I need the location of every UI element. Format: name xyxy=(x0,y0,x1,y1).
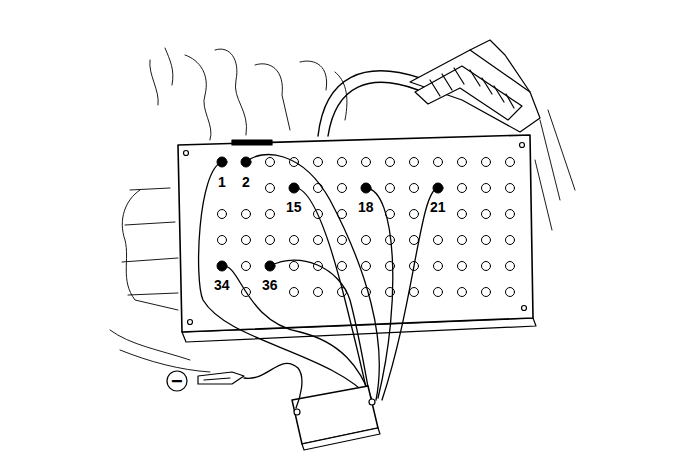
pin-hole xyxy=(410,288,419,297)
corner-screw xyxy=(522,306,527,311)
pin-hole xyxy=(482,210,491,219)
corner-screw xyxy=(520,143,525,148)
pin-hole xyxy=(314,158,323,167)
pin-hole xyxy=(506,236,515,245)
test-leads xyxy=(199,155,438,400)
pin-hole xyxy=(338,184,347,193)
pin-number: 18 xyxy=(358,200,374,214)
pin-hole xyxy=(458,158,467,167)
pin-hole xyxy=(242,210,251,219)
pin-hole xyxy=(242,236,251,245)
pin-hole xyxy=(386,184,395,193)
pin-hole xyxy=(386,158,395,167)
pin-hole xyxy=(314,288,323,297)
pin-hole xyxy=(410,184,419,193)
pin-hole xyxy=(290,236,299,245)
pin-hole xyxy=(314,184,323,193)
pin-hole xyxy=(338,158,347,167)
corner-screw xyxy=(188,320,193,325)
ground-clip xyxy=(198,363,302,408)
pin-hole xyxy=(506,184,515,193)
pin-hole xyxy=(458,288,467,297)
pin-number: 2 xyxy=(242,175,250,189)
pin-hole xyxy=(290,262,299,271)
test-module xyxy=(292,386,380,450)
harness-cable xyxy=(318,71,420,136)
board-nameplate xyxy=(232,140,272,145)
pin-hole xyxy=(242,262,251,271)
pin-hole xyxy=(266,158,275,167)
pin-number: 1 xyxy=(218,175,226,189)
breakout-board xyxy=(178,135,533,332)
pin-number: 21 xyxy=(430,200,446,214)
harness-cable xyxy=(328,82,418,136)
pin-hole xyxy=(338,262,347,271)
pin-hole xyxy=(410,158,419,167)
pin-hole xyxy=(266,184,275,193)
pin-hole xyxy=(482,236,491,245)
engine-sketch xyxy=(110,48,575,372)
corner-screw xyxy=(184,151,189,156)
pin-hole xyxy=(506,158,515,167)
pin-hole xyxy=(266,210,275,219)
pin-hole xyxy=(434,158,443,167)
pin-hole xyxy=(434,236,443,245)
pin-holes xyxy=(217,157,515,297)
pin-hole xyxy=(506,210,515,219)
pin-hole xyxy=(506,288,515,297)
pin-hole xyxy=(290,288,299,297)
pin-hole xyxy=(482,262,491,271)
pin-hole xyxy=(338,236,347,245)
pin-hole xyxy=(434,288,443,297)
pin-hole xyxy=(410,210,419,219)
pin-hole xyxy=(362,158,371,167)
pin-hole xyxy=(482,288,491,297)
pin-hole xyxy=(410,236,419,245)
pin-hole xyxy=(362,236,371,245)
pin-hole xyxy=(482,158,491,167)
pin-hole xyxy=(266,236,275,245)
pin-hole xyxy=(506,262,515,271)
pin-hole xyxy=(458,262,467,271)
pin-hole xyxy=(218,236,227,245)
ground-symbol-ring xyxy=(167,371,187,391)
pin-hole xyxy=(362,262,371,271)
pin-number: 34 xyxy=(214,278,230,292)
ground-symbol: − xyxy=(171,371,183,391)
pin-number: 15 xyxy=(286,200,302,214)
pin-hole xyxy=(458,184,467,193)
pin-hole xyxy=(458,210,467,219)
ecu-connector xyxy=(410,40,540,132)
pin-hole xyxy=(314,236,323,245)
pin-hole xyxy=(482,184,491,193)
pin-hole xyxy=(218,210,227,219)
pin-hole xyxy=(434,262,443,271)
pin-hole xyxy=(458,236,467,245)
pin-number: 36 xyxy=(262,278,278,292)
